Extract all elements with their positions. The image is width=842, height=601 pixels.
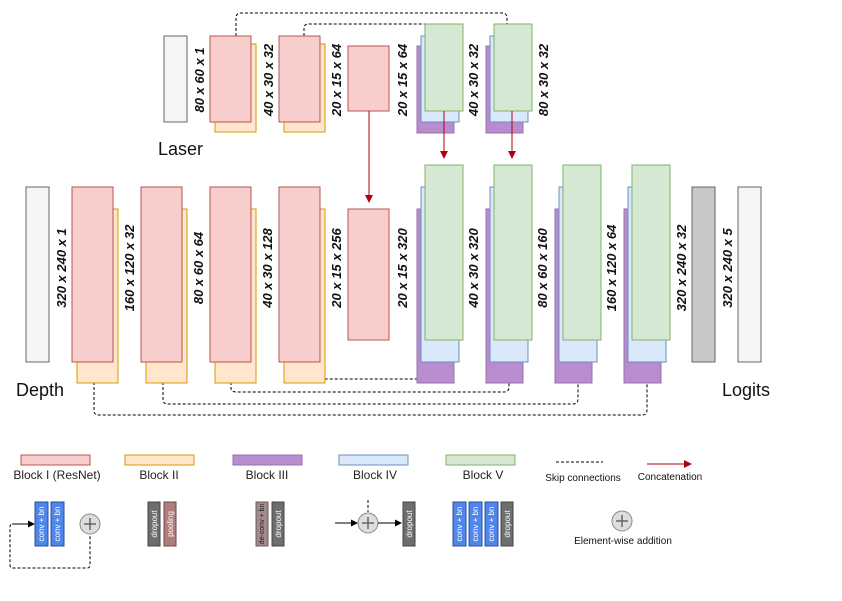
legend-label-block-i: Block I (ResNet): [13, 468, 100, 482]
laser-input: [163, 35, 188, 123]
depth-dec3-b5: [562, 164, 602, 341]
depth-bottleneck: [347, 208, 390, 341]
depth-dec1-b5: [424, 164, 464, 341]
logits-label: Logits: [722, 380, 770, 400]
depth-enc4: [278, 186, 321, 363]
legend-label-block-iv: Block IV: [353, 468, 397, 482]
depth-skip-2: [230, 362, 510, 393]
logits-output: [737, 186, 762, 363]
depth-dim-9: 320 x 240 x 32: [674, 224, 689, 312]
block-v-conv-bn-2-label: conv + bn: [471, 507, 480, 542]
block-v-conv-bn-3: [484, 501, 499, 547]
block-i-add-plus: [84, 518, 96, 530]
block-i-detail: conv + bn conv + bn: [9, 501, 101, 569]
block-v-conv-bn-1: [452, 501, 467, 547]
laser-bottleneck: [347, 45, 390, 112]
block-iii-deconv: [255, 501, 269, 547]
depth-label: Depth: [16, 380, 64, 400]
block-iv-dropout-label: dropout: [405, 510, 414, 538]
block-iii-dropout-label: dropout: [274, 510, 283, 538]
depth-dim-8: 160 x 120 x 64: [604, 224, 619, 312]
block-iii-dropout: [271, 501, 285, 547]
legend-swatch-block-ii: [124, 454, 195, 466]
laser-dim-5: 80 x 30 x 32: [536, 43, 551, 116]
laser-branch: 80 x 60 x 1 40 x 30 x 32 20 x 15 x 64 20…: [158, 23, 551, 159]
block-i-conv-bn-2: [50, 501, 65, 547]
block-ii-pooling: [163, 501, 177, 547]
legend-swatch-block-i: [20, 454, 91, 466]
block-v-detail: conv + bn conv + bn conv + bn dropout: [452, 501, 514, 547]
depth-enc1: [71, 186, 114, 363]
legend-label-concat: Concatenation: [638, 472, 703, 483]
legend-swatch-block-iv: [338, 454, 409, 466]
block-v-conv-bn-3-label: conv + bn: [487, 507, 496, 542]
legend-swatch-block-iii: [232, 454, 303, 466]
depth-dim-0: 320 x 240 x 1: [54, 228, 69, 308]
legend-label-block-ii: Block II: [139, 468, 178, 482]
depth-skip-4: [93, 362, 648, 416]
block-i-conv-bn-2-label: conv + bn: [53, 507, 62, 542]
depth-dim-2: 80 x 60 x 64: [191, 231, 206, 304]
depth-dim-5: 20 x 15 x 320: [395, 227, 410, 308]
legend-label-block-iii: Block III: [246, 468, 289, 482]
laser-dim-4: 40 x 30 x 32: [466, 43, 481, 117]
concat-arrows: [365, 111, 516, 203]
block-ii-dropout: [147, 501, 161, 547]
depth-final-conv: [691, 186, 716, 363]
depth-dec2-b5: [493, 164, 533, 341]
laser-dim-1: 40 x 30 x 32: [261, 43, 276, 117]
depth-dec4-b5: [631, 164, 671, 341]
legend: Block I (ResNet) Block II Block III Bloc…: [13, 454, 703, 484]
block-i-conv-bn-1: [34, 501, 49, 547]
laser-skip-outer: [235, 12, 508, 36]
block-iv-dropout: [402, 501, 416, 547]
laser-block1: [209, 35, 252, 123]
skip-connections: [93, 12, 648, 416]
laser-dim-2: 20 x 15 x 64: [329, 43, 344, 117]
legend-swatch-block-v: [445, 454, 516, 466]
addition-legend: Element-wise addition: [574, 510, 672, 547]
addition-label: Element-wise addition: [574, 536, 672, 547]
block-v-conv-bn-2: [468, 501, 483, 547]
block-ii-pooling-label: pooling: [166, 511, 175, 537]
block-v-dropout: [500, 501, 514, 547]
block-i-residual: [9, 523, 91, 569]
depth-dim-10: 320 x 240 x 5: [720, 227, 735, 307]
block-iv-detail: dropout: [335, 500, 416, 547]
block-ii-detail: dropout pooling: [147, 501, 177, 547]
addition-plus: [616, 515, 628, 527]
depth-enc2: [140, 186, 183, 363]
depth-skip-3: [162, 362, 579, 405]
block-v-conv-bn-1-label: conv + bn: [455, 507, 464, 542]
depth-dim-7: 80 x 60 x 160: [535, 227, 550, 307]
depth-dim-4: 20 x 15 x 256: [329, 227, 344, 308]
block-ii-dropout-label: dropout: [150, 510, 159, 538]
laser-skip-inner: [303, 23, 438, 36]
depth-enc3: [209, 186, 252, 363]
laser-dim-0: 80 x 60 x 1: [192, 47, 207, 112]
depth-input: [25, 186, 50, 363]
laser-label: Laser: [158, 139, 203, 159]
depth-branch: 320 x 240 x 1 160 x 120 x 32 80 x 60 x 6…: [16, 164, 770, 400]
block-v-dropout-label: dropout: [503, 510, 512, 538]
depth-dim-6: 40 x 30 x 320: [466, 227, 481, 308]
laser-block5b: [493, 23, 533, 112]
block-iii-detail: de-conv + bn dropout: [255, 501, 285, 547]
laser-block5: [424, 23, 464, 112]
legend-label-skip: Skip connections: [545, 473, 621, 484]
laser-block1b: [278, 35, 321, 123]
block-iii-deconv-label: de-conv + bn: [259, 504, 266, 545]
legend-label-block-v: Block V: [463, 468, 504, 482]
depth-dim-1: 160 x 120 x 32: [122, 224, 137, 312]
block-iv-add-plus: [362, 517, 374, 529]
block-i-conv-bn-1-label: conv + bn: [37, 507, 46, 542]
laser-dim-3: 20 x 15 x 64: [395, 43, 410, 117]
depth-dim-3: 40 x 30 x 128: [260, 227, 275, 308]
